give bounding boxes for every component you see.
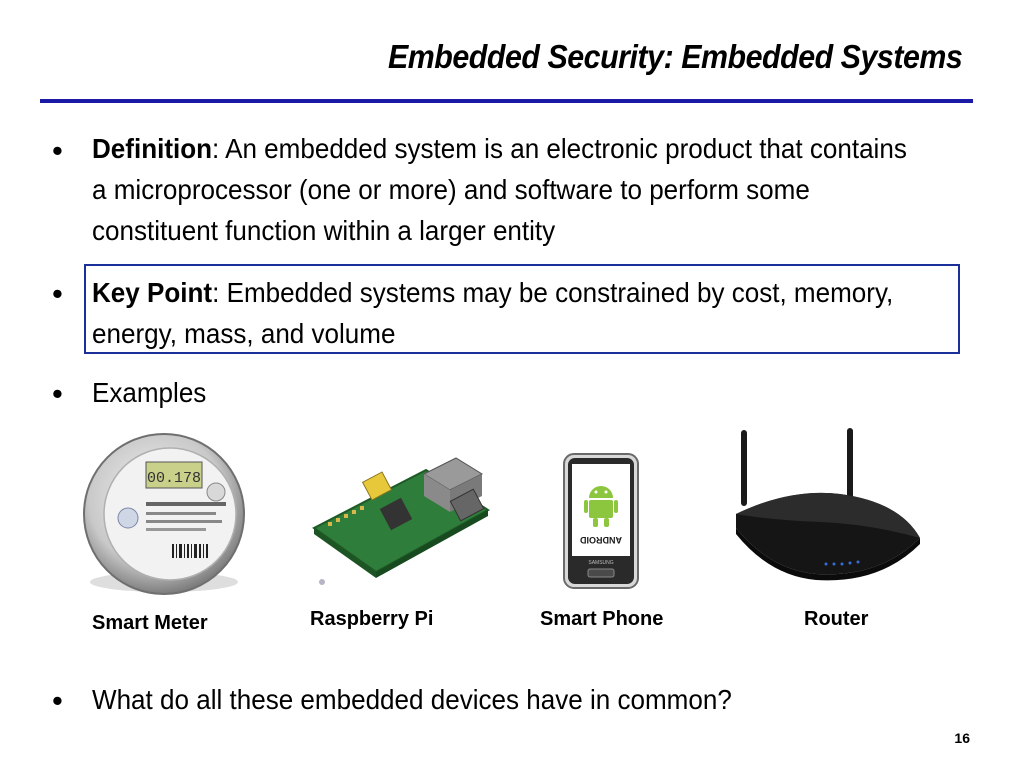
- bullet-marker: •: [52, 376, 63, 411]
- question-bullet: What do all these embedded devices have …: [92, 684, 732, 715]
- smart-phone-caption: Smart Phone: [540, 608, 664, 630]
- smart-phone-icon: ANDROID SAMSUNG: [563, 453, 639, 589]
- raspberry-pi-caption: Raspberry Pi: [310, 608, 434, 630]
- key-point-term: Key Point: [92, 277, 213, 308]
- smart-meter-icon: 00.178: [83, 433, 245, 595]
- page-number: 16: [954, 730, 970, 746]
- definition-text-line3: constituent function within a larger ent…: [92, 215, 556, 246]
- smart-meter-caption: Smart Meter: [92, 612, 208, 634]
- key-point-text-line1: : Embedded systems may be constrained by…: [212, 277, 894, 308]
- definition-text-line1: : An embedded system is an electronic pr…: [212, 133, 907, 164]
- router-icon: [736, 428, 920, 581]
- examples-heading: Examples: [92, 377, 207, 408]
- definition-term: Definition: [92, 133, 213, 164]
- definition-bullet: Definition: An embedded system is an ele…: [92, 128, 907, 251]
- title-divider: [40, 99, 973, 103]
- bullet-marker: •: [52, 133, 63, 168]
- definition-text-line2: a microprocessor (one or more) and softw…: [92, 174, 810, 205]
- slide-title: Embedded Security: Embedded Systems: [387, 38, 963, 75]
- bullet-marker: •: [52, 276, 63, 311]
- bullet-marker: •: [52, 683, 63, 718]
- svg-text:SAMSUNG: SAMSUNG: [588, 560, 613, 566]
- meter-display: 00.178: [147, 470, 201, 487]
- key-point-highlight-box: [84, 264, 960, 354]
- raspberry-pi-icon: [312, 457, 490, 585]
- key-point-bullet: Key Point: Embedded systems may be const…: [92, 272, 893, 354]
- svg-text:ANDROID: ANDROID: [580, 535, 622, 545]
- router-caption: Router: [804, 608, 869, 630]
- key-point-text-line2: energy, mass, and volume: [92, 318, 396, 349]
